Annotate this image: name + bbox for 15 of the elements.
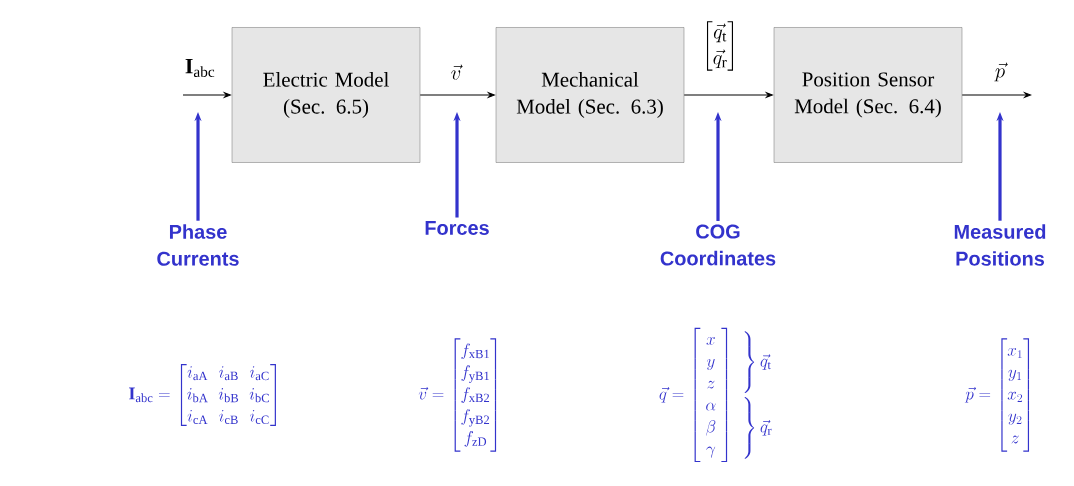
edge-label: $\vec{v}$: [451, 64, 463, 80]
edge-label: $\mathbf{I}_{\mathrm{abc}}$: [185, 58, 215, 77]
matrix-equation: $\vec{p}=\begin{bmatrix}x_1\\ y_1\\ x_2\\ y_2\\ z\end{bmatrix}$: [964, 338, 1030, 452]
edge-label: $\vec{p}$: [994, 62, 1008, 82]
signal-label: Forces: [425, 221, 489, 235]
model-box: Mechanical Model (Sec. 6.3): [495, 27, 685, 163]
matrix-equation: $\vec{v}=\begin{bmatrix}f_{\mathrm{xB1}}\\ f_{\mathrm{yB1}}\\ f_{\mathrm{xB2}}\\ f_{\mathrm{yB2}}\\ f_{\mathrm{zD}}\end{bmatrix}$: [418, 338, 497, 452]
model-box: Electric Model (Sec. 6.5): [231, 27, 421, 163]
edge-label: $\begin{bmatrix}\vec{q}_{\mathrm{t}}\\ \vec{q}_{\mathrm{r}}\end{bmatrix}$: [707, 21, 733, 71]
signal-label: Phase Currents: [157, 224, 239, 266]
matrix-equation: $\mathbf{I}_{\mathrm{abc}}=\begin{bmatrix}i_{\mathrm{aA}} & i_{\mathrm{aB}} & i_{\mathrm{aC}}\\ i_{\mathrm{bA}} & i_{\mathrm{bB}} & i_{\mathrm{bC}}\\ i_{\mathrm{cA}} & i_{\mathrm{cB}} & i_{\mathrm{cC}}\end{bmatrix}$: [129, 364, 276, 426]
signal-label: COG Coordinates: [660, 224, 776, 266]
model-box: Position Sensor Model (Sec. 6.4): [773, 27, 963, 163]
signal-label: Measured Positions: [954, 224, 1046, 266]
matrix-equation: $\vec{q}=\left[\begin{array}{c}x\\ y\\ z\\ \alpha\\ \beta\\ \gamma\end{array}\right]\begin{array}{l}\left.\vphantom{\begin{array}{c}x\\ y\\ z\end{array}}\right\}\vec{q}_{\mathrm{t}}\\ \left.\vphantom{\begin{array}{c}\alpha\\ \beta\\ \gamma\end{array}}\right\}\vec{q}_{\mathrm{r}}\end{array}$: [659, 327, 772, 463]
